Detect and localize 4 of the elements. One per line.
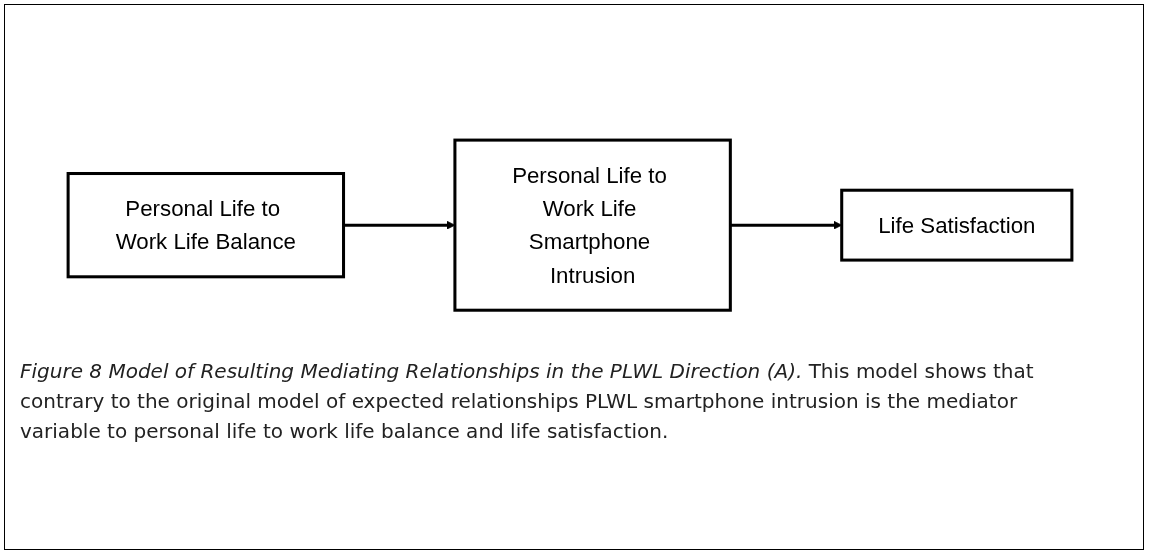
node-box: Life Satisfaction — [840, 188, 1074, 262]
figure-caption: Figure 8 Model of Resulting Mediating Relationships in the PLWL Direction (A). This model shows that contrary to the original model of expected relationships PLWL smartphone intrusion is the mediator variable to personal life to work life balance and life satisfaction. — [20, 358, 1035, 445]
node-box: Personal Life to Work Life Smartphone Intrusion — [453, 138, 732, 312]
node-box: Personal Life to Work Life Balance — [66, 171, 346, 279]
